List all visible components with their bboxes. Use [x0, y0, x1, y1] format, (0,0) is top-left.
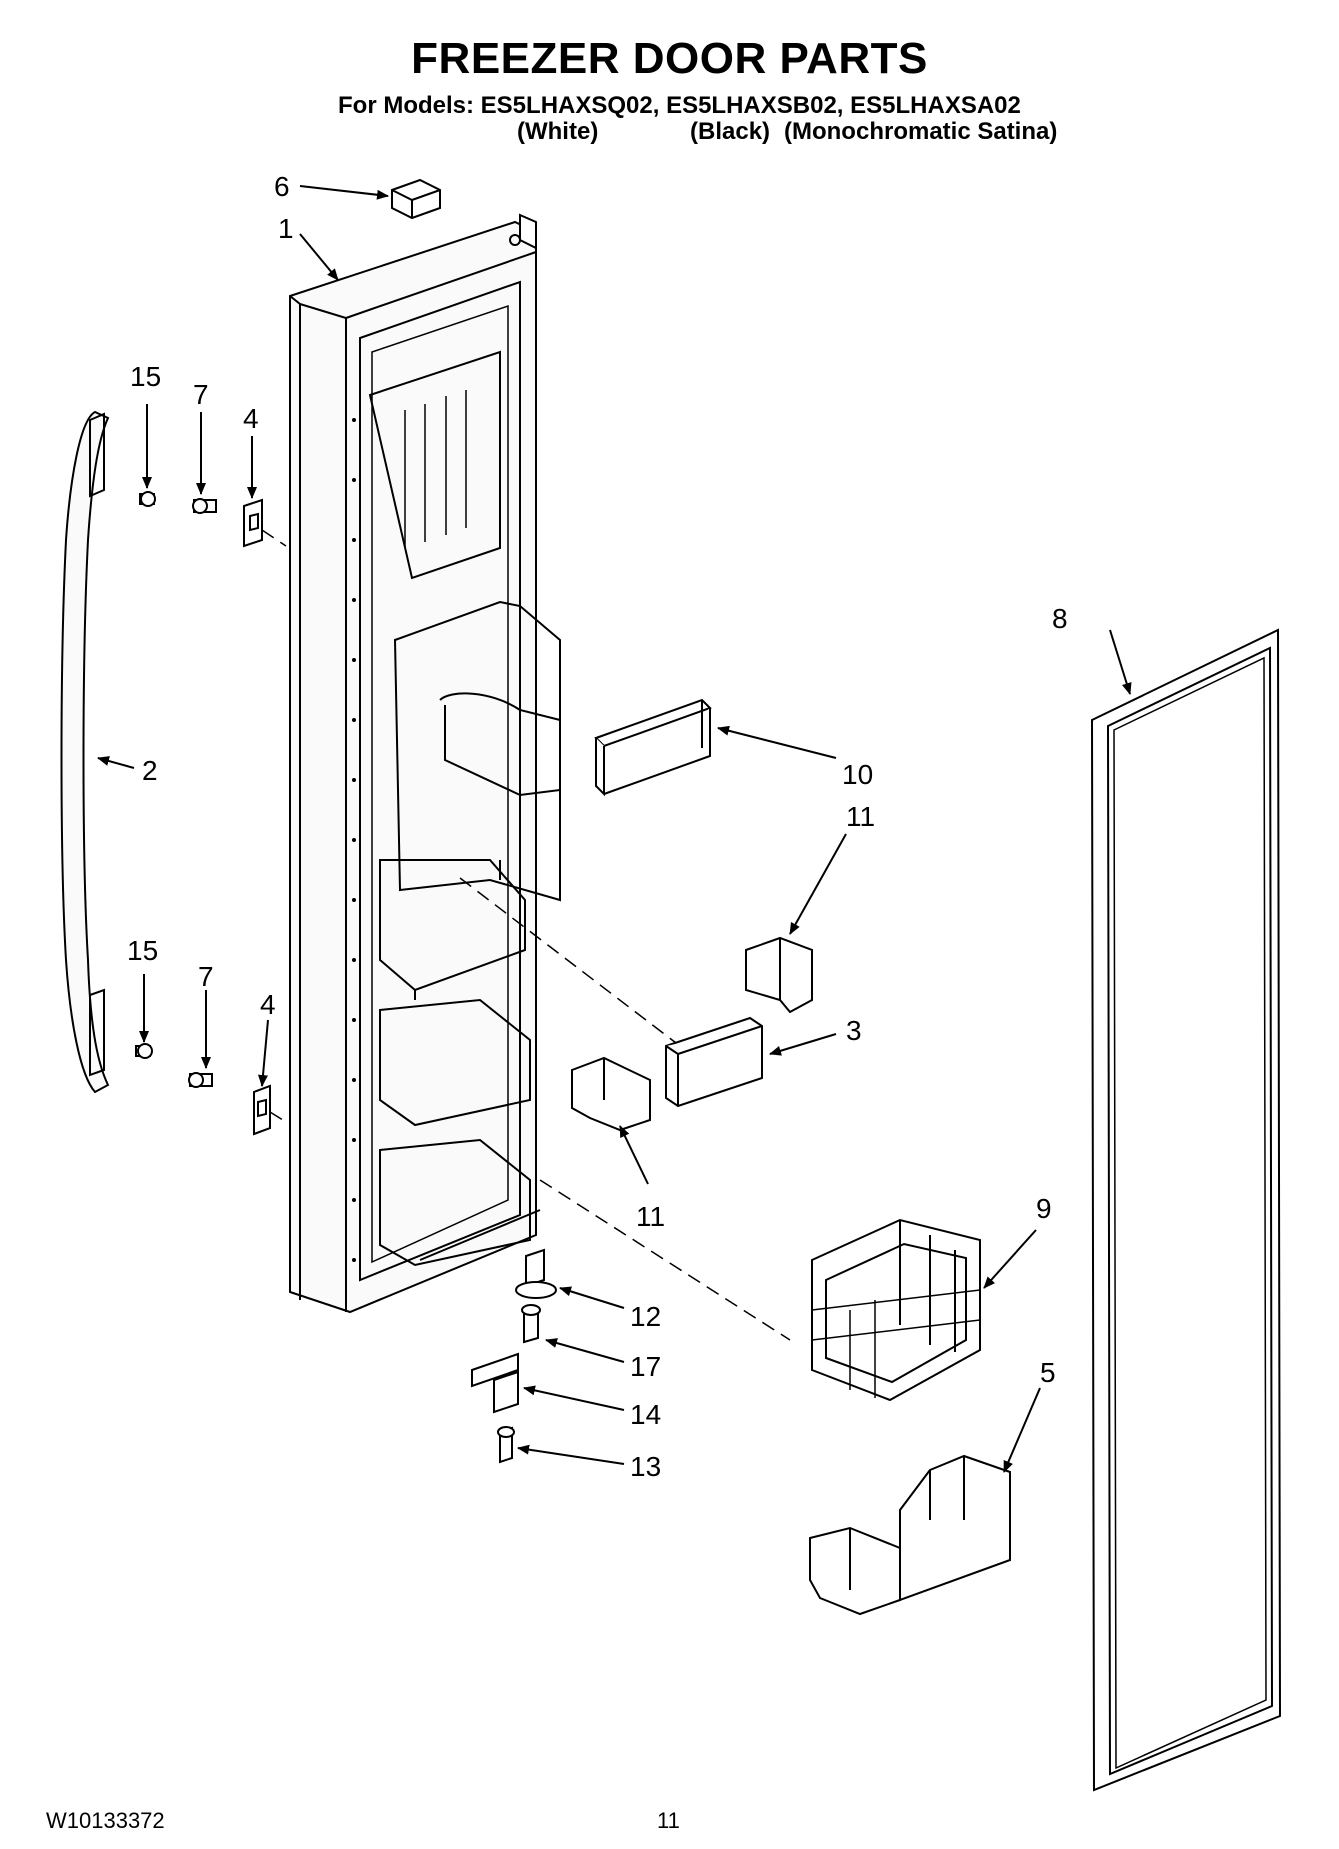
callout-arrows [97, 185, 1132, 1473]
door-panel [289, 213, 537, 1314]
callout-4-upper: 4 [243, 403, 259, 434]
callout-1: 1 [278, 213, 294, 244]
lower-hinge-parts [471, 1248, 557, 1464]
callout-15-upper: 15 [130, 361, 161, 392]
callout-7-lower: 7 [198, 961, 214, 992]
arrow-6 [299, 185, 389, 200]
arrow-3 [769, 1033, 837, 1056]
arrow-13 [517, 1444, 625, 1465]
arrow-12 [559, 1286, 625, 1309]
top-cap [391, 178, 441, 220]
screws [135, 491, 217, 1088]
arrow-5 [1003, 1387, 1041, 1473]
shelf-trim [665, 1016, 763, 1108]
callout-17: 17 [630, 1351, 661, 1382]
arrow-8 [1109, 629, 1132, 695]
document-number: W10133372 [46, 1808, 165, 1833]
callout-13: 13 [630, 1451, 661, 1482]
arrow-17 [545, 1338, 625, 1363]
callout-11-lower: 11 [636, 1201, 665, 1232]
arrow-11-upper [789, 833, 847, 935]
callout-5: 5 [1040, 1357, 1056, 1388]
door-dotted-edge [352, 418, 356, 1262]
variant-white: (White) [517, 118, 599, 145]
variant-black: (Black) [690, 118, 771, 145]
callout-11-upper: 11 [846, 801, 875, 832]
page-number: 11 [657, 1808, 680, 1833]
callout-4-lower: 4 [260, 989, 276, 1020]
callout-15-lower: 15 [127, 935, 158, 966]
bin-supports [571, 936, 813, 1132]
arrow-10 [717, 725, 837, 759]
wire-basket [811, 1218, 981, 1402]
hinge-brackets [243, 498, 271, 1136]
trim-strip [594, 698, 712, 797]
callout-7-upper: 7 [193, 379, 209, 410]
door-shelves [379, 859, 541, 1267]
callout-9: 9 [1036, 1193, 1052, 1224]
dispenser-housing [368, 350, 561, 902]
arrow-9 [983, 1229, 1037, 1289]
callout-2: 2 [142, 755, 158, 786]
arrow-11-lower [619, 1125, 649, 1185]
arrow-4-lower [258, 1019, 269, 1087]
bottom-bin [809, 1454, 1011, 1616]
arrow-1 [299, 233, 339, 281]
page-title: FREEZER DOOR PARTS [411, 34, 928, 83]
arrow-14 [523, 1385, 625, 1411]
callout-8: 8 [1052, 603, 1068, 634]
door-gasket [1090, 628, 1282, 1792]
callout-14: 14 [630, 1399, 661, 1430]
dashed-leaders [261, 529, 791, 1341]
handle [60, 410, 110, 1094]
models-line: For Models: ES5LHAXSQ02, ES5LHAXSB02, ES… [338, 92, 1021, 119]
arrow-2 [97, 756, 135, 769]
callout-labels: 6 1 15 7 4 2 15 7 4 8 10 11 3 11 9 12 17… [127, 171, 1068, 1482]
callout-12: 12 [630, 1301, 661, 1332]
variant-satina: (Monochromatic Satina) [784, 118, 1058, 145]
callout-3: 3 [846, 1015, 862, 1046]
callout-6: 6 [274, 171, 290, 202]
callout-10: 10 [842, 759, 873, 790]
